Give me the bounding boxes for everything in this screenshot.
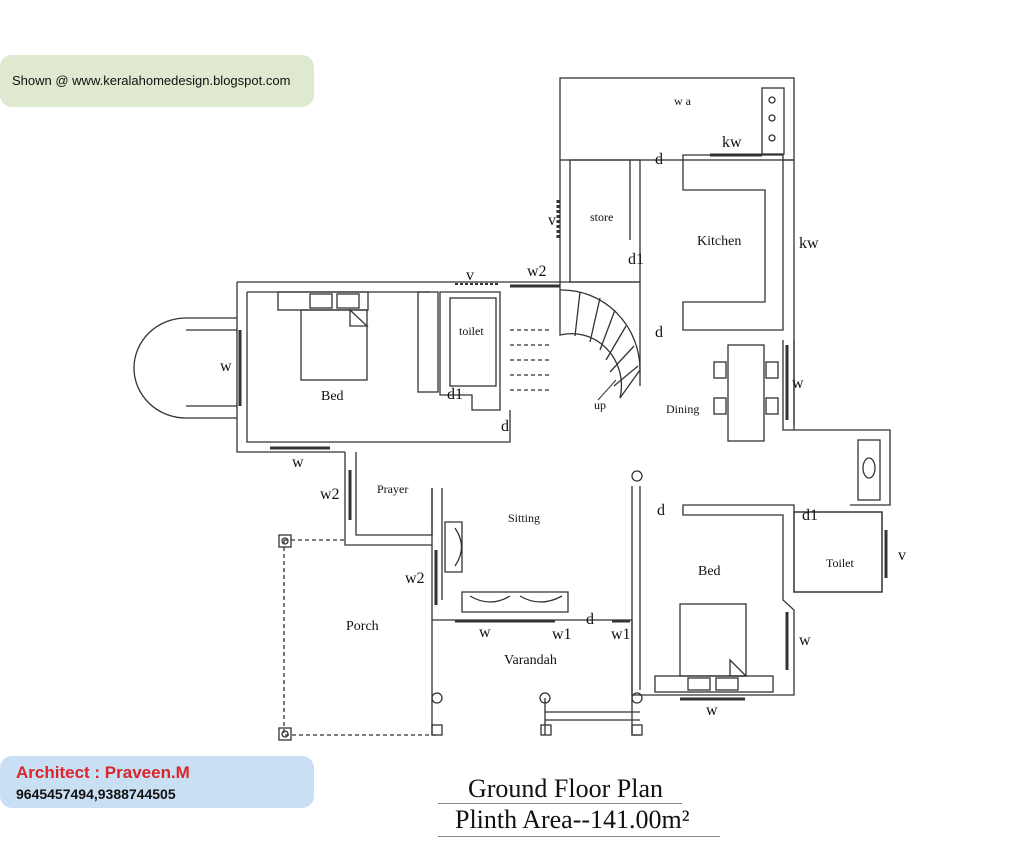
architect-badge: Architect : Praveen.M 9645457494,9388744… — [0, 756, 314, 808]
area-underline — [438, 836, 720, 837]
room-label-varandah: Varandah — [504, 653, 557, 668]
porch-outline — [283, 539, 436, 736]
plan-area: Plinth Area--141.00m² — [455, 805, 690, 834]
opening-w2-top: w2 — [527, 263, 547, 280]
room-label-toilet2: Toilet — [826, 556, 854, 570]
opening-w-varandah: w — [479, 624, 491, 641]
opening-w1-varandah: w1 — [552, 626, 572, 643]
bed1-mattress — [300, 309, 368, 381]
title-underline — [438, 803, 682, 804]
bed1-headboard — [277, 291, 369, 311]
room-label-bed: Bed — [321, 389, 344, 404]
sofa-side — [444, 521, 463, 573]
room-label-dining: Dining — [666, 402, 700, 416]
spiral-stair — [559, 289, 641, 399]
opening-d-kitchen-bottom: d — [655, 324, 663, 341]
bay-window — [133, 317, 237, 419]
plan-title: Ground Floor Plan — [468, 774, 663, 803]
room-label-kitchen: Kitchen — [697, 234, 742, 249]
room-label-porch: Porch — [346, 619, 379, 634]
opening-kw-top: kw — [722, 134, 742, 151]
opening-w1-right: w1 — [611, 626, 631, 643]
opening-d1-toilet2: d1 — [802, 507, 818, 524]
opening-d1-toilet: d1 — [447, 386, 463, 403]
room-label-work-area: w a — [674, 94, 691, 108]
bed2-base — [654, 675, 774, 693]
source-badge: Shown @ www.keralahomedesign.blogspot.co… — [0, 55, 314, 107]
opening-d-varandah: d — [586, 611, 594, 628]
opening-w-bay: w — [220, 358, 232, 375]
opening-d1-store: d1 — [628, 251, 644, 268]
wall-store — [559, 159, 641, 290]
architect-phone: 9645457494,9388744505 — [16, 786, 176, 802]
wall-toilet1 — [439, 291, 501, 411]
wall-dining — [782, 340, 891, 506]
opening-w-bed2-right: w — [799, 632, 811, 649]
opening-w-bed2-bottom: w — [706, 702, 718, 719]
wall-varandah — [431, 620, 640, 736]
toilet1-inner — [449, 297, 497, 387]
opening-d-bed2: d — [657, 502, 665, 519]
toilet2-box — [793, 511, 883, 593]
sofa-front — [461, 591, 569, 613]
dining-table — [727, 344, 765, 442]
opening-kw-right: kw — [799, 235, 819, 252]
opening-v-toilet: v — [466, 267, 474, 284]
room-label-store: store — [590, 210, 614, 224]
wall-kitchen — [682, 154, 784, 331]
opening-w2-prayer: w2 — [320, 486, 340, 503]
stair-label-up: up — [594, 398, 606, 412]
opening-d-bed: d — [501, 418, 509, 435]
opening-d-kitchen-top: d — [655, 151, 663, 168]
sink-counter — [761, 87, 785, 155]
bed2-mattress — [679, 603, 747, 677]
architect-name: Architect : Praveen.M — [16, 763, 190, 782]
room-label-bed2: Bed — [698, 564, 721, 579]
wall-bed1 — [236, 281, 560, 453]
room-label-sitting: Sitting — [508, 511, 541, 525]
opening-w-bed-bottom: w — [292, 454, 304, 471]
room-label-toilet: toilet — [459, 324, 484, 338]
opening-v-toilet2: v — [898, 547, 906, 564]
source-text: Shown @ www.keralahomedesign.blogspot.co… — [12, 73, 291, 88]
wall-bed2 — [631, 486, 883, 696]
opening-w-dining: w — [792, 375, 804, 392]
wall-prayer — [344, 452, 433, 546]
room-label-prayer: Prayer — [377, 482, 409, 496]
wall-work-area — [559, 77, 795, 161]
wardrobe — [417, 291, 439, 393]
opening-v-store: v — [548, 212, 556, 229]
opening-w2-sitting: w2 — [405, 570, 425, 587]
